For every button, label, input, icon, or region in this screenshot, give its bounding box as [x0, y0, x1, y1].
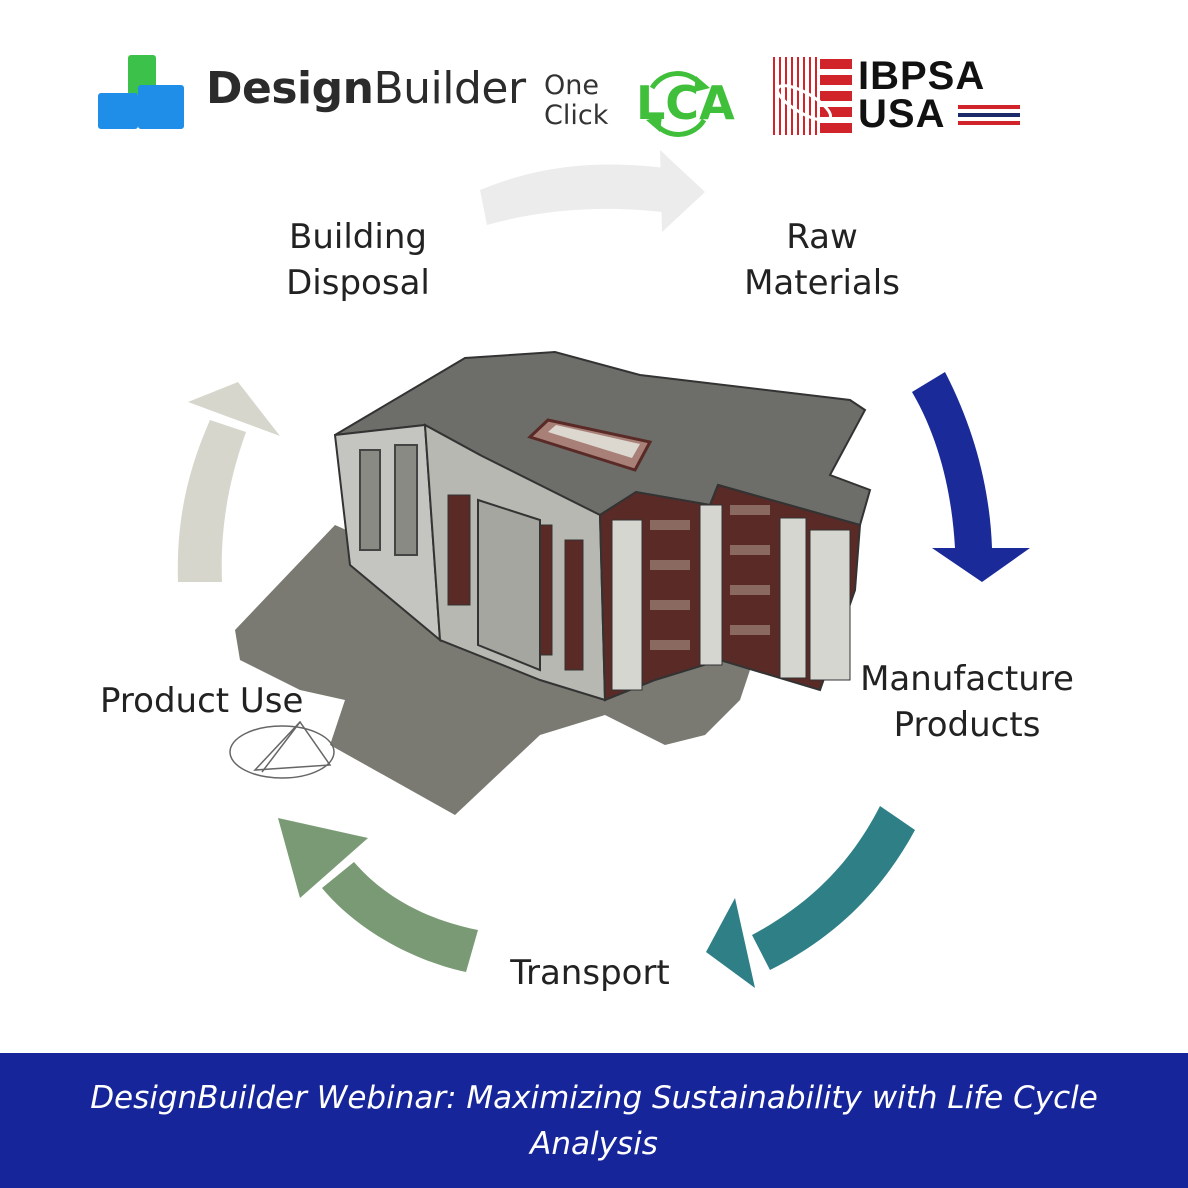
logo-row: DesignBuilder One Click LCA — [0, 0, 1188, 170]
banner-title: DesignBuilder Webinar: Maximizing Sustai… — [90, 1079, 1098, 1162]
life-cycle-diagram — [177, 150, 1030, 988]
ibpsa-usa-logo: IBPSA USA — [770, 55, 1030, 140]
one-click-line2: Click — [544, 100, 609, 131]
label-manufacture-products: Manufacture Products — [860, 659, 1074, 745]
label-raw-materials: Raw Materials — [744, 217, 900, 303]
label-building-disposal: Building Disposal — [286, 217, 430, 303]
designbuilder-wordmark: DesignBuilder — [206, 63, 526, 114]
one-click-line1: One — [544, 70, 599, 101]
designbuilder-logo-mark — [98, 55, 184, 129]
arrow-manufacture-to-transport — [706, 806, 915, 988]
arrow-use-to-disposal — [177, 382, 280, 582]
north-arrow-symbol — [229, 720, 335, 779]
building-illustration — [235, 350, 872, 815]
one-click-lca-logo: One Click LCA — [540, 58, 740, 148]
arrow-raw-to-manufacture — [912, 372, 1030, 582]
usa-wordmark: USA — [858, 92, 946, 136]
ibpsa-flag-mark — [770, 55, 854, 137]
arrow-transport-to-use — [278, 818, 478, 972]
label-product-use: Product Use — [100, 681, 304, 721]
ibpsa-wordmark: IBPSA — [858, 54, 986, 98]
building-shadow — [235, 525, 760, 815]
arrow-disposal-to-raw — [480, 150, 705, 232]
label-transport: Transport — [510, 953, 670, 993]
lca-wordmark: LCA — [636, 76, 735, 130]
recycle-arrows-icon — [646, 71, 710, 137]
webinar-banner: DesignBuilder Webinar: Maximizing Sustai… — [0, 1053, 1188, 1188]
designbuilder-logo: DesignBuilder — [98, 55, 526, 135]
flag-stripes-icon — [958, 105, 1020, 125]
